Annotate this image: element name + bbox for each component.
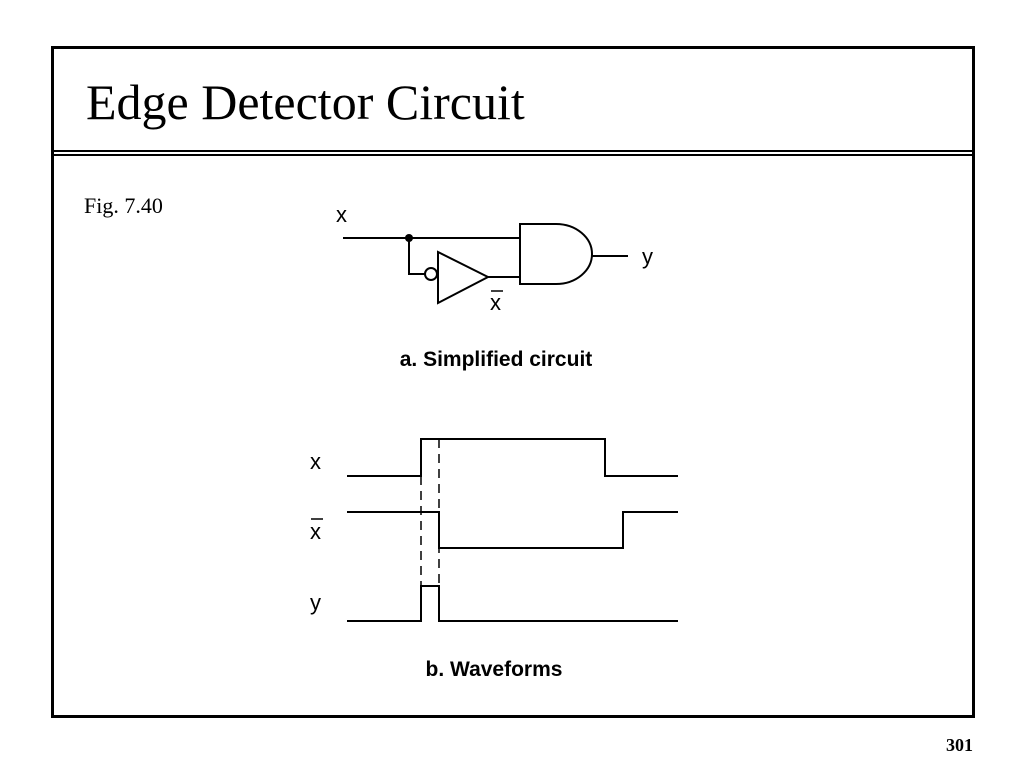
circuit-inverted-label: x	[490, 290, 501, 315]
slide-frame	[51, 46, 975, 718]
branch-wire	[408, 238, 425, 275]
circuit-caption: a. Simplified circuit	[400, 348, 593, 371]
circuit-output-label: y	[642, 244, 653, 269]
waveform-x	[347, 438, 678, 477]
inversion-bubble	[424, 267, 438, 281]
slide-title: Edge Detector Circuit	[86, 74, 525, 130]
simplified-circuit	[343, 223, 628, 305]
waveform-label-x: x	[310, 449, 321, 474]
waveform-x-bar	[347, 511, 678, 549]
waveform-y	[347, 585, 678, 622]
waveform-label-y: y	[310, 590, 321, 615]
timing-guides	[420, 439, 440, 586]
title-divider-bottom	[51, 154, 972, 156]
page-number: 301	[946, 735, 973, 755]
waveforms-caption: b. Waveforms	[426, 658, 563, 681]
and-gate	[519, 223, 593, 285]
figure-reference: Fig. 7.40	[84, 193, 163, 218]
circuit-input-label: x	[336, 202, 347, 227]
title-divider-top	[51, 150, 972, 152]
waveform-traces	[347, 438, 678, 622]
inverter-gate	[437, 250, 491, 305]
waveform-label-x-bar: x	[310, 519, 321, 544]
